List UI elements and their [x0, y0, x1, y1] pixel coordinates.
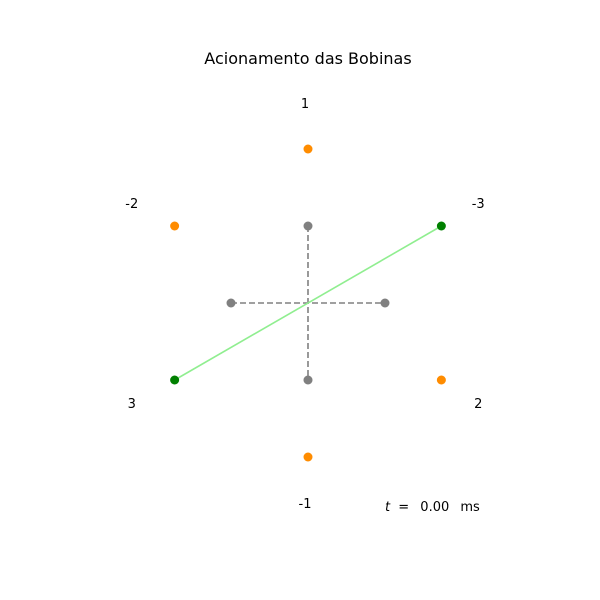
coil-label-1: 1	[301, 97, 309, 112]
center-point-2	[303, 375, 313, 385]
coil-point--3	[436, 221, 446, 231]
coil-label-3: 3	[128, 397, 136, 412]
time-unit: ms	[460, 500, 480, 515]
time-variable: t	[385, 500, 391, 515]
coil-point--2	[170, 221, 180, 231]
coil-point-2	[436, 375, 446, 385]
center-point-3	[226, 298, 236, 308]
coil-point--1	[303, 452, 313, 462]
coil-point-3	[170, 375, 180, 385]
diagram-title: Acionamento das Bobinas	[204, 49, 411, 68]
coil-label-2: 2	[474, 397, 482, 412]
coil-label--1: -1	[299, 497, 312, 512]
time-equals: =	[398, 500, 409, 515]
coil-labels: 1 -3 2 -1 3 -2	[125, 97, 484, 512]
coil-label--3: -3	[472, 197, 485, 212]
time-value: 0.00	[420, 500, 449, 515]
time-readout: t = 0.00 ms	[385, 500, 480, 515]
coil-label--2: -2	[125, 197, 138, 212]
center-point-1	[303, 221, 313, 231]
coil-point-1	[303, 144, 313, 154]
active-line-layer	[174, 225, 442, 381]
center-point-4	[380, 298, 390, 308]
active-field-line	[174, 225, 442, 381]
coil-points	[170, 144, 446, 462]
